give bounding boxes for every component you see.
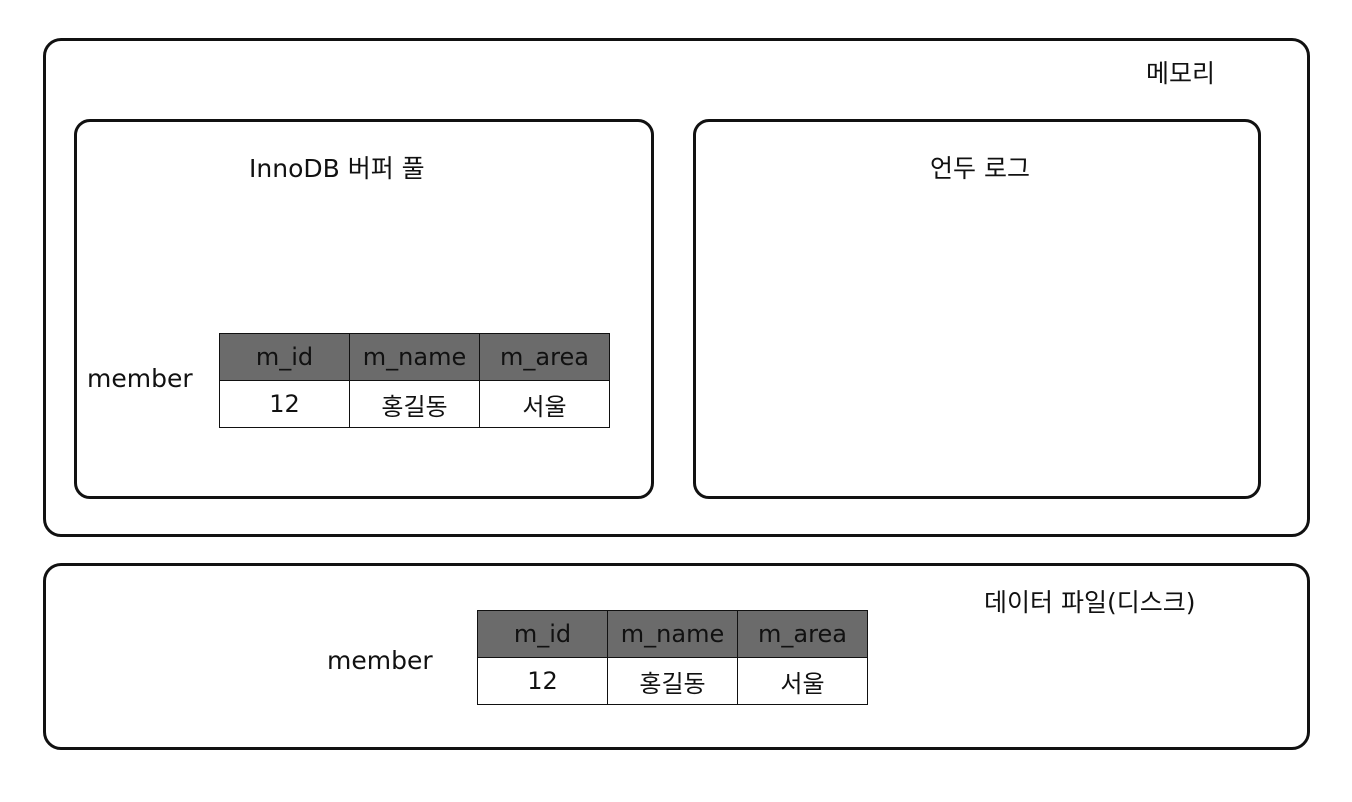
table-cell: 서울 [479,380,610,428]
table-cell: 12 [219,380,350,428]
column-header: m_id [219,333,350,381]
column-header: m_id [477,610,608,658]
column-header: m_name [349,333,480,381]
table-cell: 12 [477,657,608,705]
data-file-region [43,563,1310,750]
table-cell: 서울 [737,657,868,705]
column-header: m_area [737,610,868,658]
table-cell: 홍길동 [607,657,738,705]
undo-log-region [693,119,1261,499]
data-file-member-table: m_id m_name m_area 12 홍길동 서울 [477,610,868,705]
column-header: m_name [607,610,738,658]
memory-label: 메모리 [1146,59,1216,88]
table-cell: 홍길동 [349,380,480,428]
column-header: m_area [479,333,610,381]
table-row: 12 홍길동 서울 [219,380,610,428]
memory-region [43,38,1310,537]
buffer-pool-table-name: member [87,364,193,393]
table-row: 12 홍길동 서울 [477,657,868,705]
table-header-row: m_id m_name m_area [477,610,868,658]
innodb-buffer-pool-region [74,119,654,499]
data-file-label: 데이터 파일(디스크) [984,588,1196,617]
buffer-pool-label: InnoDB 버퍼 풀 [249,154,425,183]
data-file-table-name: member [327,646,433,675]
buffer-pool-member-table: m_id m_name m_area 12 홍길동 서울 [219,333,610,428]
table-header-row: m_id m_name m_area [219,333,610,381]
undo-log-label: 언두 로그 [930,154,1030,183]
